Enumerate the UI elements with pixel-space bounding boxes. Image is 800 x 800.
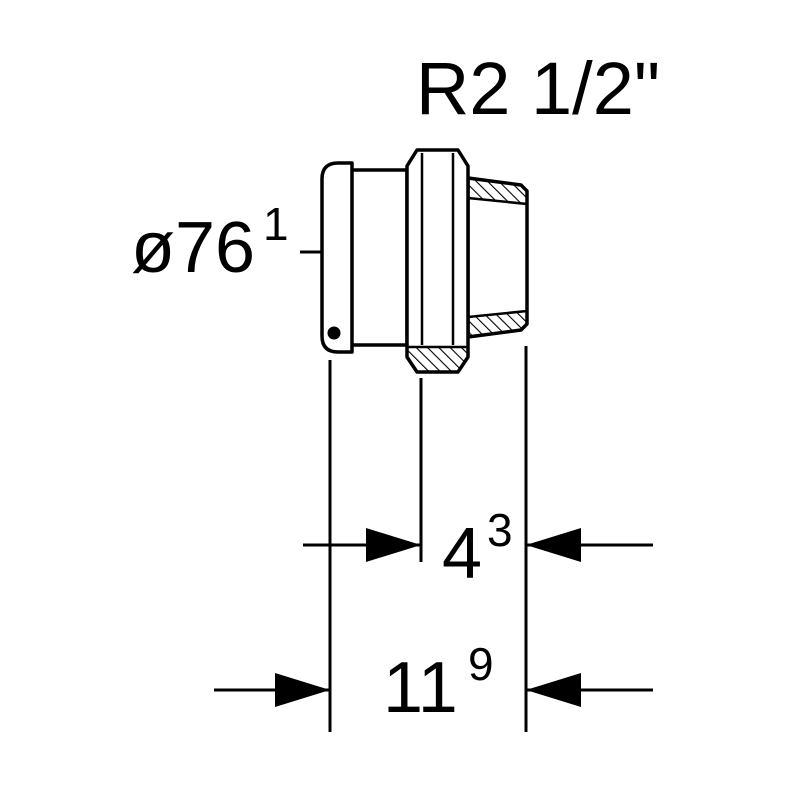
overall-length-superscript: 9: [468, 638, 494, 690]
overall-length-label: 11: [383, 648, 458, 728]
overall-length-arrow-right-pointing-icon: [275, 673, 330, 707]
thread-root-line-bottom: [467, 309, 528, 319]
hex-nut: [405, 148, 470, 374]
overall-length-arrow-left-pointing-icon: [526, 673, 581, 707]
thread-hatch-top: [468, 178, 527, 204]
press-socket-bead: [320, 161, 354, 354]
thread-length-superscript: 3: [487, 504, 513, 556]
socket-body: [348, 168, 409, 347]
thread-length-label: 4: [442, 514, 482, 594]
thread-length-arrow-right-pointing-icon: [366, 528, 421, 562]
thread-hatch-bottom: [468, 311, 527, 337]
thread-length-arrow-left-pointing-icon: [526, 528, 581, 562]
thread-size-label: R2 1/2": [416, 47, 660, 130]
hex-nut-section-hatched: [405, 345, 470, 374]
diameter-superscript: 1: [263, 198, 289, 250]
dimension-lines: [214, 250, 653, 732]
seal-ring-dot: [327, 326, 341, 340]
thread-root-line-top: [467, 196, 528, 206]
fitting-drawing: [320, 148, 529, 374]
diameter-label: ø76: [131, 208, 255, 288]
